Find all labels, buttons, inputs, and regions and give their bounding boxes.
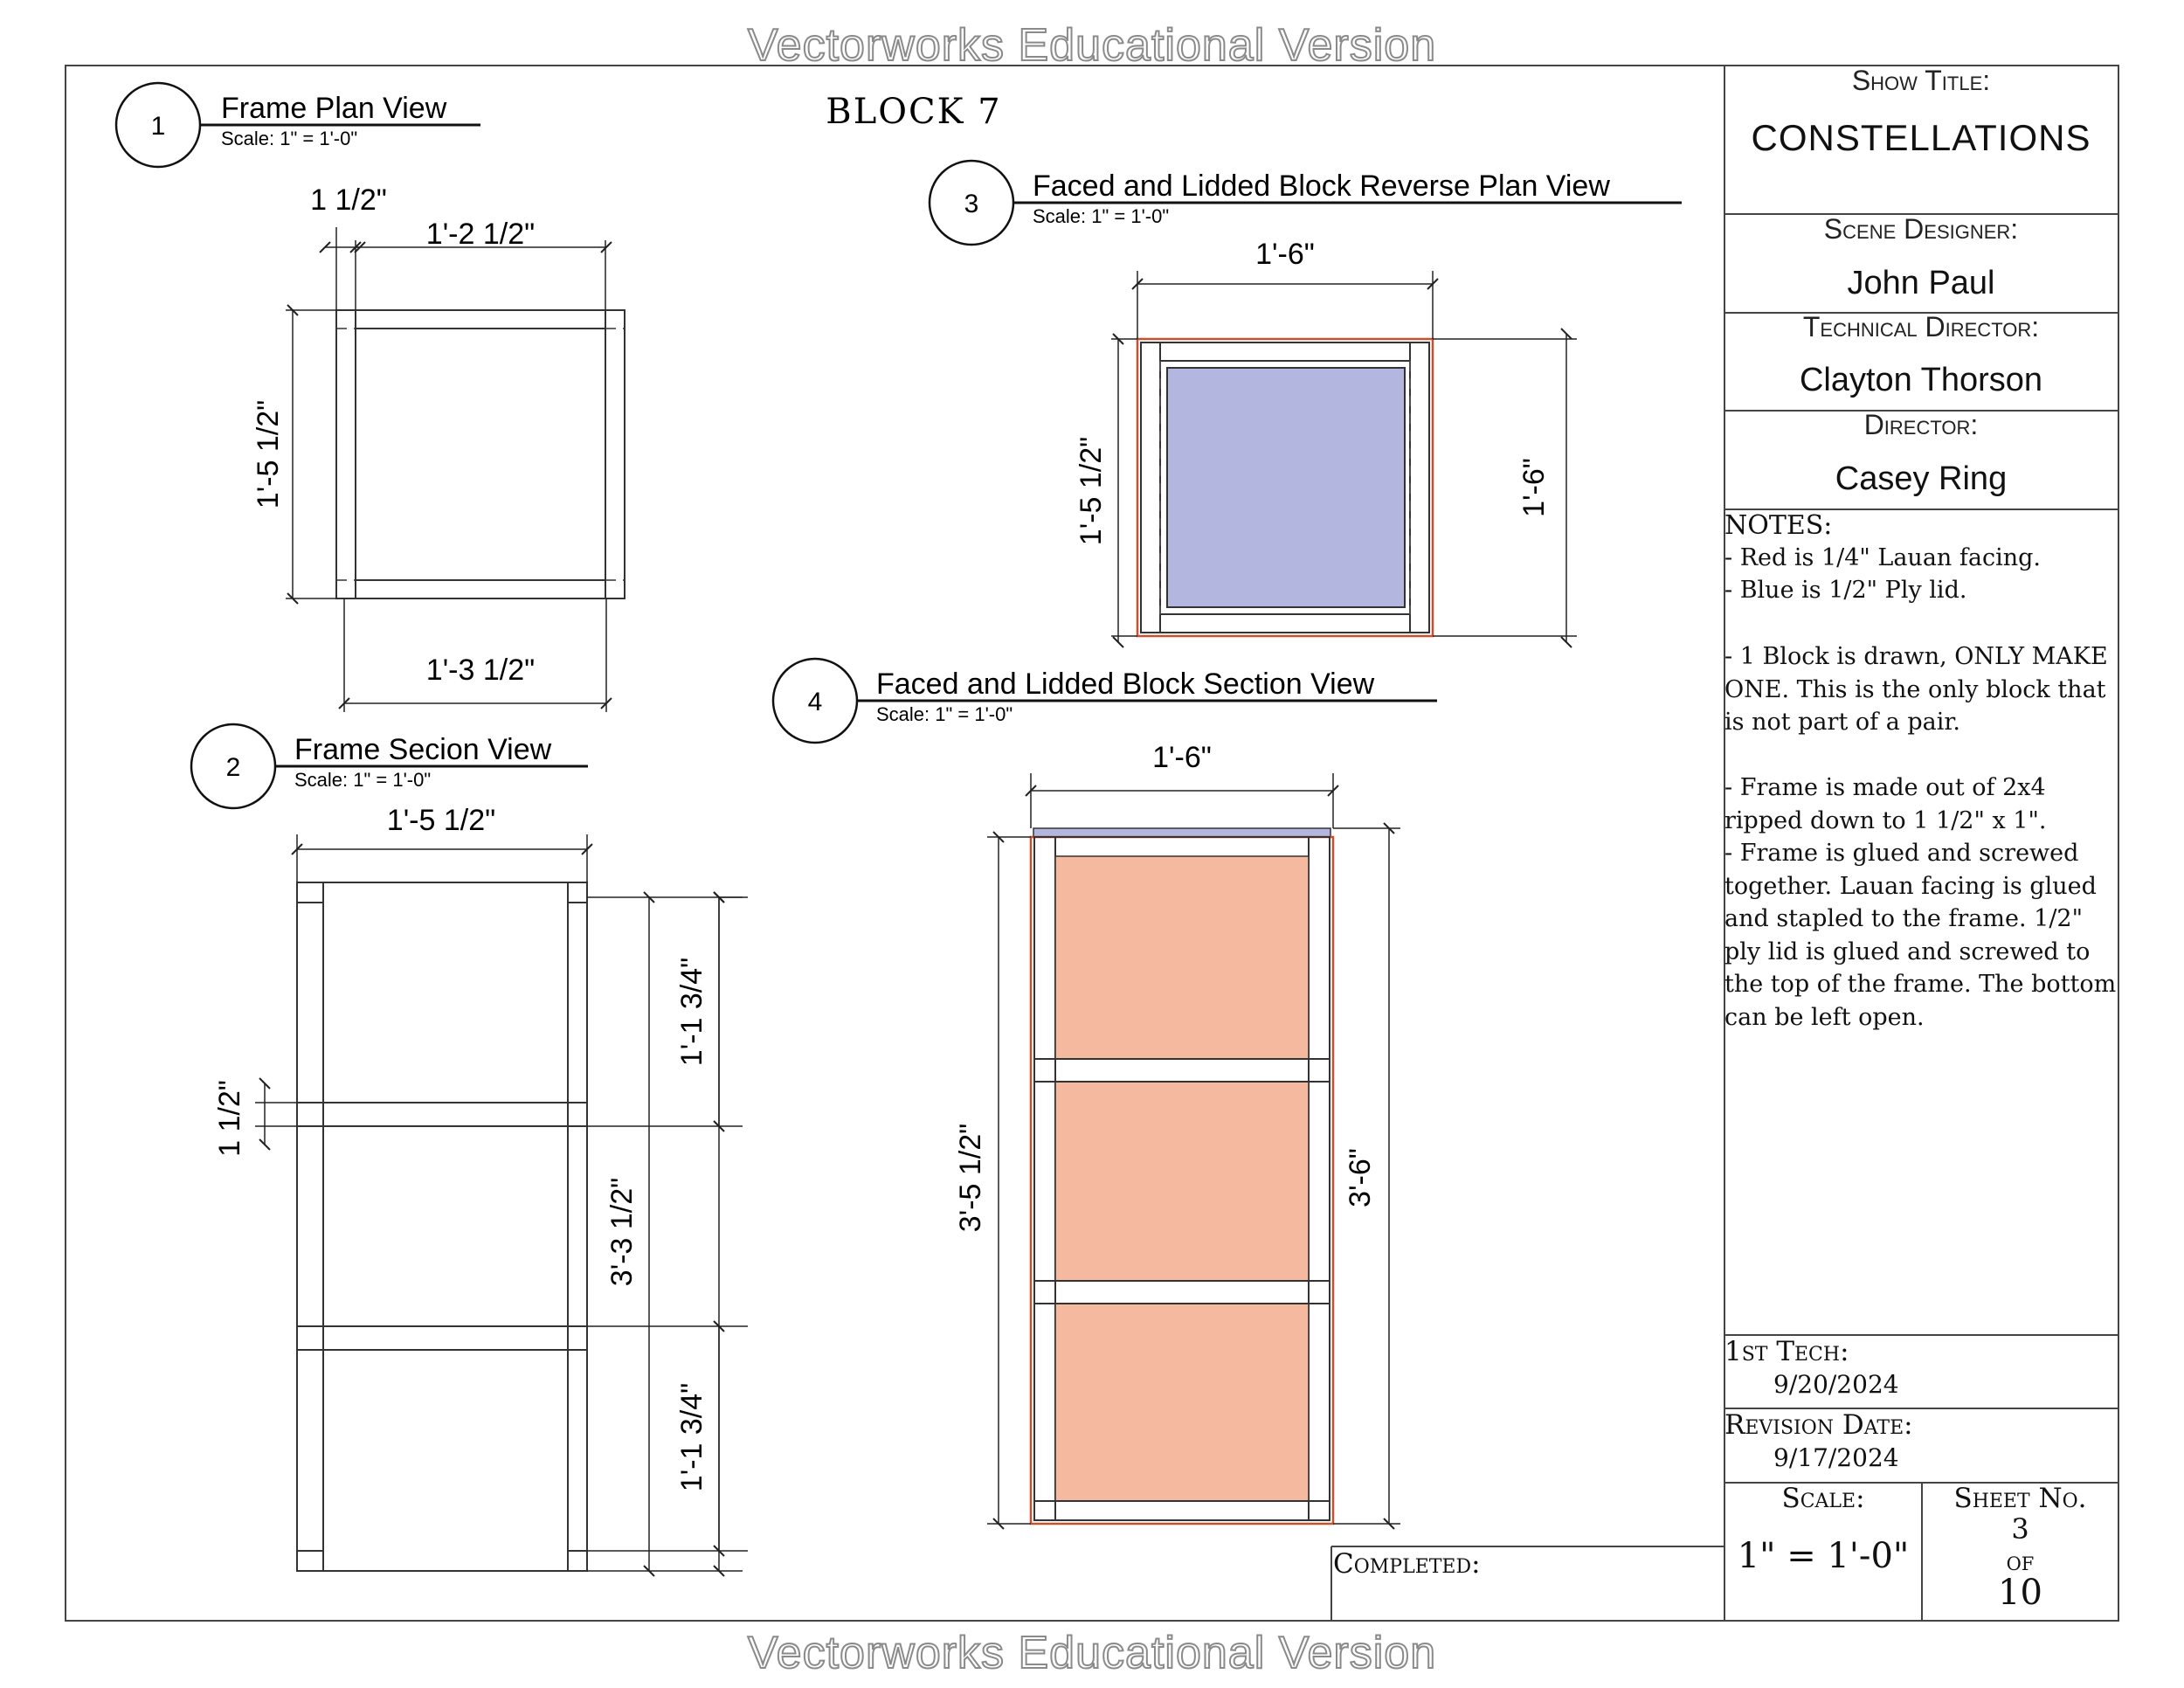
- view-4-scale: Scale: 1" = 1'-0": [876, 703, 1013, 725]
- revision-date: 9/17/2024: [1773, 1443, 1899, 1472]
- reverse-plan-dimensions: [1111, 271, 1577, 648]
- view-4-number: 4: [808, 688, 823, 716]
- note-blue: - Blue is 1/2" Ply lid.: [1724, 577, 1967, 604]
- facing-panel-bottom: [1054, 1303, 1310, 1502]
- dim-v3-right: 1'-6": [1517, 458, 1551, 517]
- view-2-scale: Scale: 1" = 1'-0": [294, 769, 431, 791]
- technical-director-label: Technical Director:: [1802, 311, 2040, 342]
- dim-v4-left: 3'-5 1/2": [954, 1124, 987, 1232]
- note-frame-material: - Frame is made out of 2x4 ripped down t…: [1724, 774, 2047, 834]
- scale-value: 1" = 1'-0": [1737, 1536, 1910, 1576]
- view-3-number: 3: [964, 190, 979, 218]
- dim-v1-left: 1'-5 1/2": [252, 400, 285, 508]
- sheet-total: 10: [1998, 1573, 2042, 1613]
- dim-v2-upper: 1'-1 3/4": [675, 958, 708, 1066]
- watermark-top: Vectorworks Educational Version: [747, 19, 1437, 72]
- note-assembly: - Frame is glued and screwed together. L…: [1724, 840, 2117, 1031]
- frame-plan-dimensions: [286, 227, 612, 712]
- view-2-number: 2: [226, 753, 241, 782]
- director-label: Director:: [1863, 409, 1979, 440]
- block-section-dimensions: [987, 773, 1400, 1530]
- view-bubble-2: [190, 723, 588, 810]
- dim-v2-top: 1'-5 1/2": [387, 804, 495, 837]
- frame-section-drawing: [296, 882, 588, 1572]
- scene-designer: John Paul: [1847, 265, 1995, 301]
- dim-v4-top: 1'-6": [1152, 741, 1212, 774]
- view-2-title: Frame Secion View: [294, 733, 552, 766]
- block-section-drawing: [1029, 827, 1335, 1525]
- view-bubble-1: [114, 81, 480, 169]
- first-tech-label: 1st Tech:: [1724, 1336, 1849, 1367]
- technical-director: Clayton Thorson: [1799, 362, 2043, 398]
- dim-v2-rail: 1 1/2": [213, 1080, 246, 1157]
- view-1-number: 1: [151, 112, 166, 141]
- dim-v1-top: 1'-2 1/2": [426, 218, 535, 251]
- frame-section-dimensions: [255, 834, 748, 1577]
- block-title: BLOCK 7: [826, 92, 1001, 132]
- facing-panel-middle: [1054, 1081, 1310, 1282]
- sheet-number-label: Sheet No.: [1953, 1483, 2087, 1514]
- scene-designer-label: Scene Designer:: [1823, 213, 2019, 245]
- view-1-scale: Scale: 1" = 1'-0": [221, 128, 357, 149]
- reverse-plan-drawing: [1136, 337, 1434, 638]
- frame-plan-drawing: [335, 309, 625, 599]
- dim-v1-rail: 1 1/2": [310, 183, 387, 217]
- show-title-label: Show Title:: [1851, 65, 1991, 96]
- view-3-scale: Scale: 1" = 1'-0": [1033, 205, 1169, 227]
- sheet-of: of: [2006, 1546, 2035, 1577]
- sheet-number: 3: [2011, 1512, 2029, 1546]
- view-1-title: Frame Plan View: [221, 92, 447, 125]
- first-tech-date: 9/20/2024: [1773, 1370, 1899, 1399]
- watermark-bottom: Vectorworks Educational Version: [747, 1627, 1437, 1679]
- director: Casey Ring: [1835, 460, 2008, 497]
- note-red: - Red is 1/4" Lauan facing.: [1724, 544, 2041, 571]
- view-bubble-3: [928, 159, 1682, 246]
- dim-v3-left: 1'-5 1/2": [1075, 437, 1108, 545]
- dim-v2-lower: 1'-1 3/4": [675, 1383, 708, 1491]
- scale-label: Scale:: [1781, 1483, 1865, 1514]
- revision-date-label: Revision Date:: [1724, 1409, 1913, 1441]
- title-block-frame: [1330, 66, 2119, 1621]
- dim-v2-total: 3'-3 1/2": [605, 1178, 639, 1286]
- note-one-block: - 1 Block is drawn, ONLY MAKE ONE. This …: [1724, 643, 2108, 736]
- facing-panel-top: [1054, 855, 1310, 1060]
- dim-v1-bottom: 1'-3 1/2": [426, 654, 535, 687]
- dim-v4-right: 3'-6": [1344, 1148, 1377, 1207]
- notes-label: NOTES:: [1724, 510, 1833, 541]
- completed-label: Completed:: [1333, 1548, 1481, 1580]
- view-4-title: Faced and Lidded Block Section View: [876, 668, 1375, 701]
- lid-panel: [1166, 367, 1406, 608]
- view-3-title: Faced and Lidded Block Reverse Plan View: [1033, 169, 1610, 203]
- view-bubble-4: [771, 657, 1437, 744]
- show-title: CONSTELLATIONS: [1751, 117, 2091, 158]
- dim-v3-top: 1'-6": [1255, 238, 1315, 271]
